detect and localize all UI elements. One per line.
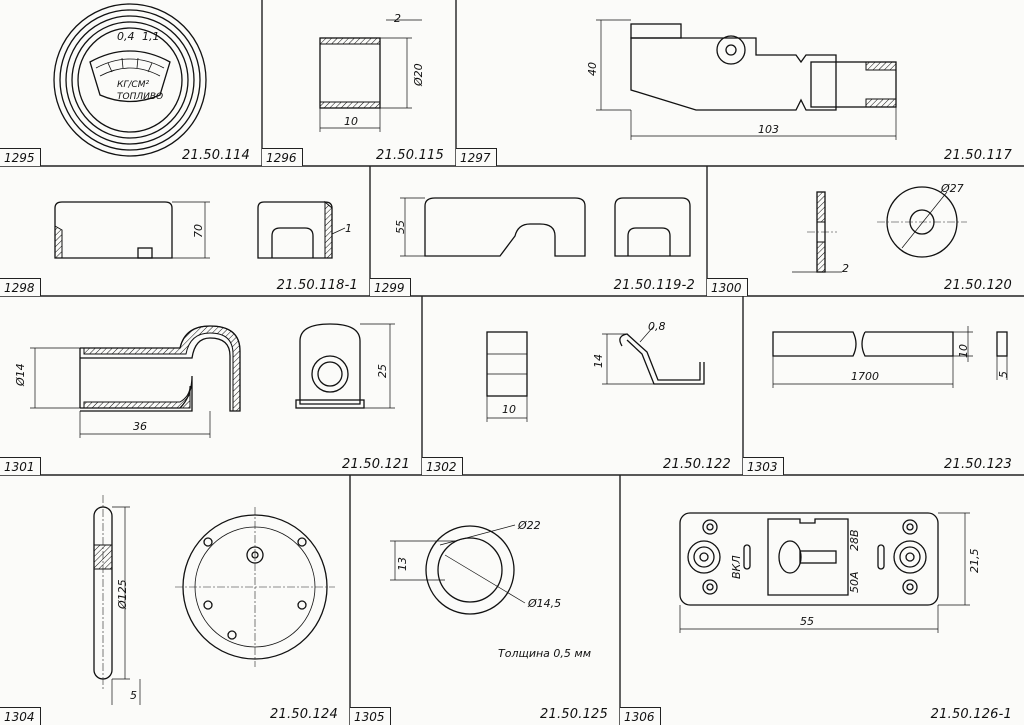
part-code: 21.50.123 bbox=[944, 457, 1012, 472]
part-number: 1305 bbox=[350, 707, 391, 725]
part-code: 21.50.122 bbox=[663, 457, 731, 472]
part-1304: Ø125 5 1304 21.50.124 bbox=[0, 475, 350, 725]
part-number: 1297 bbox=[456, 148, 497, 166]
dim-height: 14 bbox=[592, 354, 605, 368]
part-number: 1295 bbox=[0, 148, 41, 166]
dim-thickness: 2 bbox=[842, 262, 849, 275]
dim-diameter: Ø27 bbox=[941, 182, 964, 195]
part-number: 1306 bbox=[620, 707, 661, 725]
label-on: ВКЛ bbox=[730, 555, 743, 579]
part-code: 21.50.117 bbox=[944, 148, 1012, 163]
part-number: 1299 bbox=[370, 278, 411, 296]
gauge-scale-right: 1,1 bbox=[142, 30, 160, 43]
dim-width: 10 bbox=[502, 403, 516, 416]
part-1302: 14 10 0,8 1302 21.50.122 bbox=[422, 296, 743, 475]
part-1300: 2 Ø27 1300 21.50.120 bbox=[707, 166, 1024, 296]
part-code: 21.50.124 bbox=[270, 707, 338, 722]
part-1299: 55 1299 21.50.119-2 bbox=[370, 166, 707, 296]
part-1306: ВКЛ 50А 28В 21,5 55 1306 21.50.126-1 bbox=[620, 475, 1024, 725]
label-current: 50А bbox=[848, 571, 861, 593]
part-1305: Ø22 Ø14,5 13 Толщина 0,5 мм 1305 21.50.1… bbox=[350, 475, 620, 725]
part-code: 21.50.119-2 bbox=[613, 278, 695, 293]
dim-length: 10 bbox=[344, 115, 358, 128]
part-1301: Ø14 36 25 1301 21.50.121 bbox=[0, 296, 422, 475]
dim-offset: 13 bbox=[396, 557, 409, 571]
dim-height: 70 bbox=[192, 224, 205, 238]
dim-height: 55 bbox=[394, 220, 407, 234]
dim-inner-diameter: Ø14,5 bbox=[528, 597, 562, 610]
dim-length: 103 bbox=[758, 123, 779, 136]
part-code: 21.50.125 bbox=[540, 707, 608, 722]
part-number: 1304 bbox=[0, 707, 41, 725]
dim-thickness: 5 bbox=[997, 371, 1010, 378]
part-number: 1301 bbox=[0, 457, 41, 475]
dim-length: 1700 bbox=[851, 370, 879, 383]
dim-height: 25 bbox=[376, 364, 389, 378]
part-code: 21.50.121 bbox=[342, 457, 410, 472]
dim-diameter: Ø20 bbox=[412, 63, 425, 86]
dim-thickness: 5 bbox=[130, 689, 137, 702]
dim-wall: 2 bbox=[394, 12, 401, 25]
gauge-unit: КГ/СМ² bbox=[117, 80, 150, 90]
part-number: 1303 bbox=[743, 457, 784, 475]
part-1297: 40 103 1297 21.50.117 bbox=[456, 0, 1024, 166]
dim-height: 21,5 bbox=[968, 548, 981, 574]
part-number: 1300 bbox=[707, 278, 748, 296]
dim-height: 10 bbox=[957, 344, 970, 358]
part-number: 1296 bbox=[262, 148, 303, 166]
part-1303: 1700 10 5 1303 21.50.123 bbox=[743, 296, 1024, 475]
part-code: 21.50.114 bbox=[182, 148, 250, 163]
part-1296: 2 Ø20 10 1296 21.50.115 bbox=[262, 0, 456, 166]
part-code: 21.50.115 bbox=[376, 148, 444, 163]
dim-outer-diameter: Ø22 bbox=[518, 519, 541, 532]
part-code: 21.50.120 bbox=[944, 278, 1012, 293]
part-number: 1302 bbox=[422, 457, 463, 475]
dim-wall: 1 bbox=[345, 222, 352, 235]
dim-diameter: Ø14 bbox=[14, 363, 27, 386]
dim-length: 36 bbox=[133, 420, 147, 433]
thickness-note: Толщина 0,5 мм bbox=[498, 647, 592, 660]
gauge-label: ТОПЛИВО bbox=[117, 92, 164, 102]
gauge-scale-left: 0,4 bbox=[117, 30, 135, 43]
part-code: 21.50.118-1 bbox=[276, 278, 358, 293]
part-code: 21.50.126-1 bbox=[930, 707, 1012, 722]
part-1295: 0,4 1,1 КГ/СМ² ТОПЛИВО 1295 21.50.114 bbox=[0, 0, 262, 166]
dim-diameter: Ø125 bbox=[116, 579, 129, 609]
part-number: 1298 bbox=[0, 278, 41, 296]
dim-wire: 0,8 bbox=[648, 320, 666, 333]
dim-length: 55 bbox=[800, 615, 814, 628]
dim-height: 40 bbox=[586, 62, 599, 76]
label-voltage: 28В bbox=[848, 529, 861, 551]
part-1298: 70 1 1298 21.50.118-1 bbox=[0, 166, 370, 296]
